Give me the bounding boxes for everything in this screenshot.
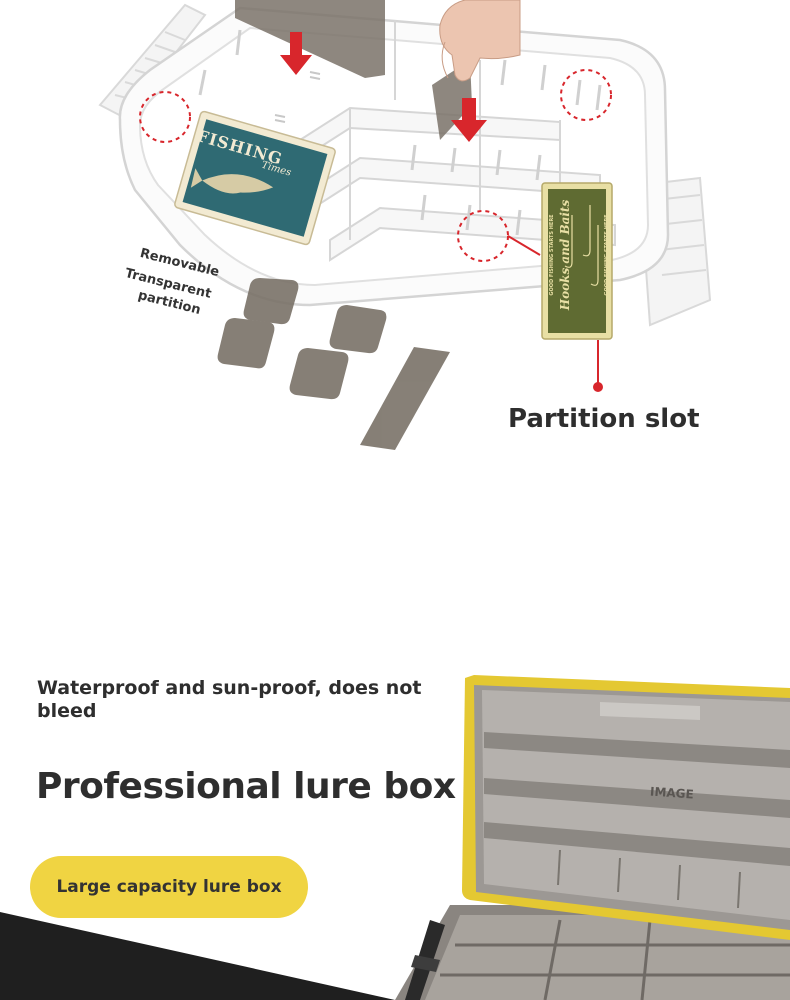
product-promo-section: IMAGE Waterproof and sun-proof, does not… — [0, 560, 790, 1000]
hooks-baits-sticker — [541, 182, 613, 340]
box-lid — [462, 675, 790, 940]
partition-demo-section: FISHING Times GOOD FISHING STARTS HERE H… — [98, 0, 712, 450]
dark-base-band — [0, 912, 395, 1000]
capacity-badge-label: Large capacity lure box — [56, 877, 282, 897]
hand-icon — [439, 0, 521, 82]
down-arrow-icon — [451, 98, 487, 142]
pointer-dot-icon — [593, 382, 603, 392]
dashed-circle-icon — [560, 69, 612, 121]
loose-partitions — [217, 278, 450, 450]
hooks-sticker-text: GOOD FISHING STARTS HERE Hooks and Baits… — [549, 183, 610, 327]
black-latch — [405, 920, 445, 1000]
product-headline: Professional lure box — [36, 766, 456, 807]
lure-box-photo — [0, 675, 790, 1000]
hooks-sticker-top: GOOD FISHING STARTS HERE — [549, 214, 555, 296]
lure-box-open-illustration — [98, 0, 712, 450]
lid-brand-text: IMAGE — [649, 784, 695, 802]
dashed-circle-icon — [139, 91, 191, 143]
small-dash-marks — [274, 71, 321, 123]
capacity-badge: Large capacity lure box — [30, 856, 308, 918]
partition-slot-label: Partition slot — [508, 404, 700, 434]
callout-line — [507, 235, 541, 256]
box-base — [395, 905, 790, 1000]
product-tagline: Waterproof and sun-proof, does not bleed — [37, 677, 422, 722]
down-arrow-icon — [280, 32, 312, 75]
partition-plate-top — [235, 0, 385, 78]
hooks-sticker-title: Hooks and Baits — [558, 199, 572, 311]
fishing-times-sticker — [174, 110, 336, 246]
hooks-sticker-bottom: GOOD FISHING STARTS HERE — [604, 214, 610, 296]
slot-marks — [198, 29, 602, 236]
